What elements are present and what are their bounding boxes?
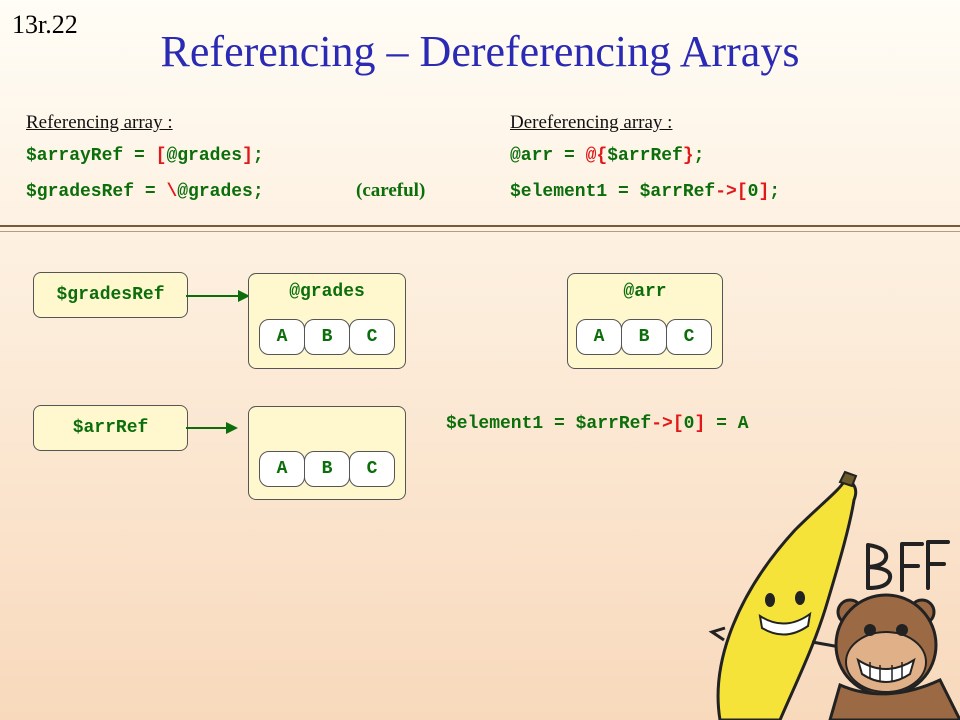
grades-ref-arrow [186,290,250,302]
bff-lettering [866,540,950,592]
array-cell: A [259,451,305,487]
arr-array-label: @arr [623,282,667,302]
anonymous-cells: A B C [259,451,395,487]
array-cell: B [304,451,350,487]
element-result-line: $element1 = $arrRef->[0] = A [446,414,749,434]
deref-arr-line: @arr = @{$arrRef}; [510,146,705,166]
array-cell: A [576,319,622,355]
array-cell: C [349,319,395,355]
array-cell: B [621,319,667,355]
slide-number: 13r.22 [12,10,78,39]
grades-array-label: @grades [289,282,365,302]
divider-line [0,225,960,227]
grades-cells: A B C [259,319,395,355]
anonymous-array-box: A B C [248,406,406,500]
careful-note: (careful) [356,180,426,201]
array-cell: B [304,319,350,355]
arr-cells: A B C [576,319,712,355]
slide-title: Referencing – Dereferencing Arrays [160,27,800,76]
dereferencing-heading: Dereferencing array : [510,112,673,133]
referencing-heading: Referencing array : [26,112,173,133]
array-cell: C [666,319,712,355]
divider-line-thin [0,231,960,232]
deref-element-line: $element1 = $arrRef->[0]; [510,182,781,202]
array-cell: C [349,451,395,487]
grades-ref-line: $gradesRef = \@grades; [26,182,264,202]
array-ref-line: $arrayRef = [@grades]; [26,146,264,166]
monkey-illustration [828,593,960,720]
banana-monkey-cartoon [708,470,960,720]
arr-array-box: @arr A B C [567,273,723,369]
grades-ref-box: $gradesRef [33,272,188,318]
banana-illustration [708,470,871,720]
array-cell: A [259,319,305,355]
arr-ref-arrow [186,422,238,434]
arr-ref-box: $arrRef [33,405,188,451]
grades-array-box: @grades A B C [248,273,406,369]
